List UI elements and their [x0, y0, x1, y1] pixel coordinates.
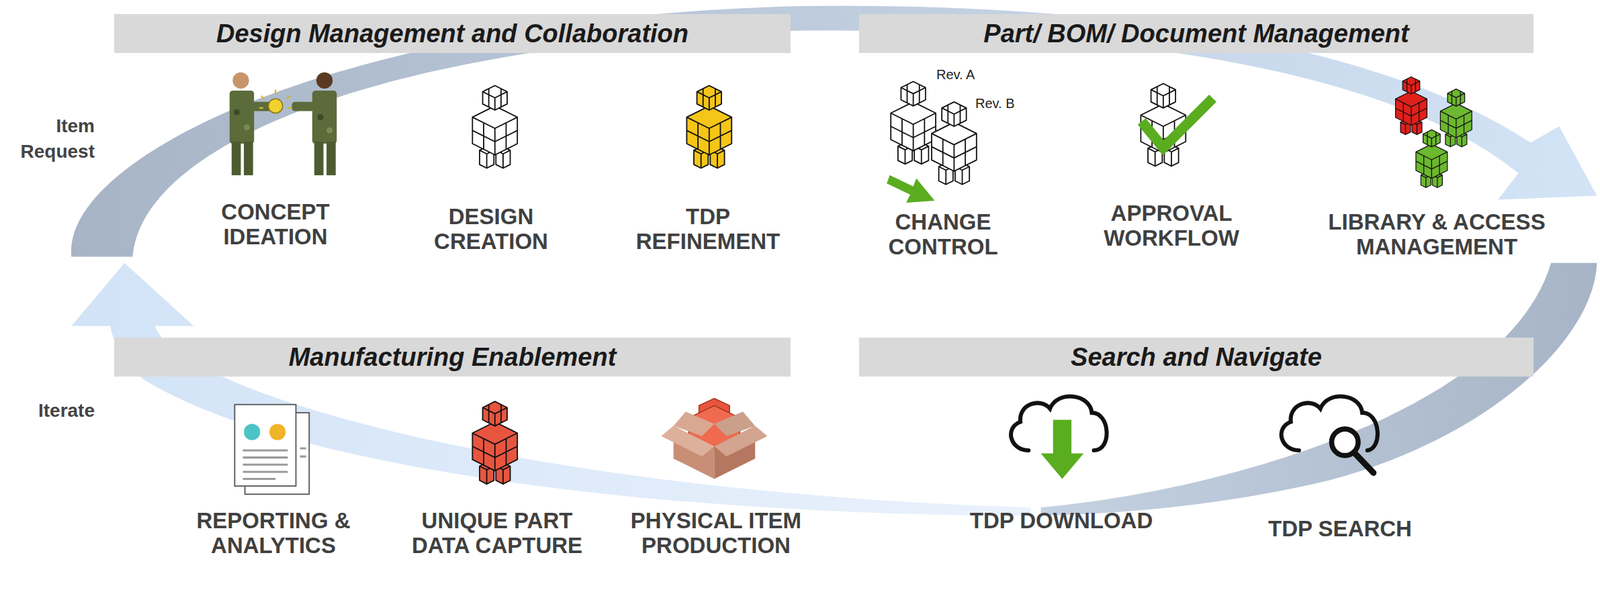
section-band: Part/ BOM/ Document Management [859, 14, 1534, 54]
item-label: CHANGE CONTROL [855, 210, 1031, 260]
cycle-arrows [71, 6, 1597, 516]
download-cloud-icon [1010, 396, 1107, 480]
section-heading: Manufacturing Enablement [288, 343, 617, 373]
section-band: Manufacturing Enablement [114, 337, 791, 377]
item-label: APPROVAL WORKFLOW [1070, 201, 1273, 252]
report-icon [234, 405, 309, 496]
item-label: TDP REFINEMENT [613, 204, 803, 255]
item-label: DESIGN CREATION [403, 204, 579, 255]
item-label: REPORTING & ANALYTICS [165, 509, 381, 559]
section-heading: Design Management and Collaboration [216, 19, 689, 49]
item-label: CONCEPT IDEATION [188, 200, 363, 250]
handshake-icon [229, 72, 338, 176]
right-arc [1041, 263, 1598, 516]
box-icon [660, 398, 768, 480]
check-mark [1144, 102, 1210, 148]
item-label: PHYSICAL ITEM PRODUCTION [621, 509, 811, 559]
section-band: Design Management and Collaboration [114, 14, 791, 54]
section-heading: Part/ BOM/ Document Management [983, 19, 1409, 49]
change-arrow [886, 175, 935, 203]
item-label: TDP DOWNLOAD [967, 509, 1156, 535]
section-band: Search and Navigate [859, 337, 1534, 377]
side-label: Item Request [7, 113, 95, 165]
search-cloud-icon [1281, 396, 1378, 474]
block-figures [472, 76, 1472, 485]
item-label: UNIQUE PART DATA CAPTURE [399, 509, 595, 559]
item-label: LIBRARY & ACCESS MANAGEMENT [1295, 210, 1578, 260]
item-label: TDP SEARCH [1232, 517, 1448, 543]
revision-label: Rev. A [936, 67, 975, 82]
section-heading: Search and Navigate [1070, 343, 1322, 373]
side-label: Iterate [7, 398, 95, 424]
bottom-arc-arrow [71, 263, 1031, 516]
revision-label: Rev. B [975, 96, 1015, 111]
